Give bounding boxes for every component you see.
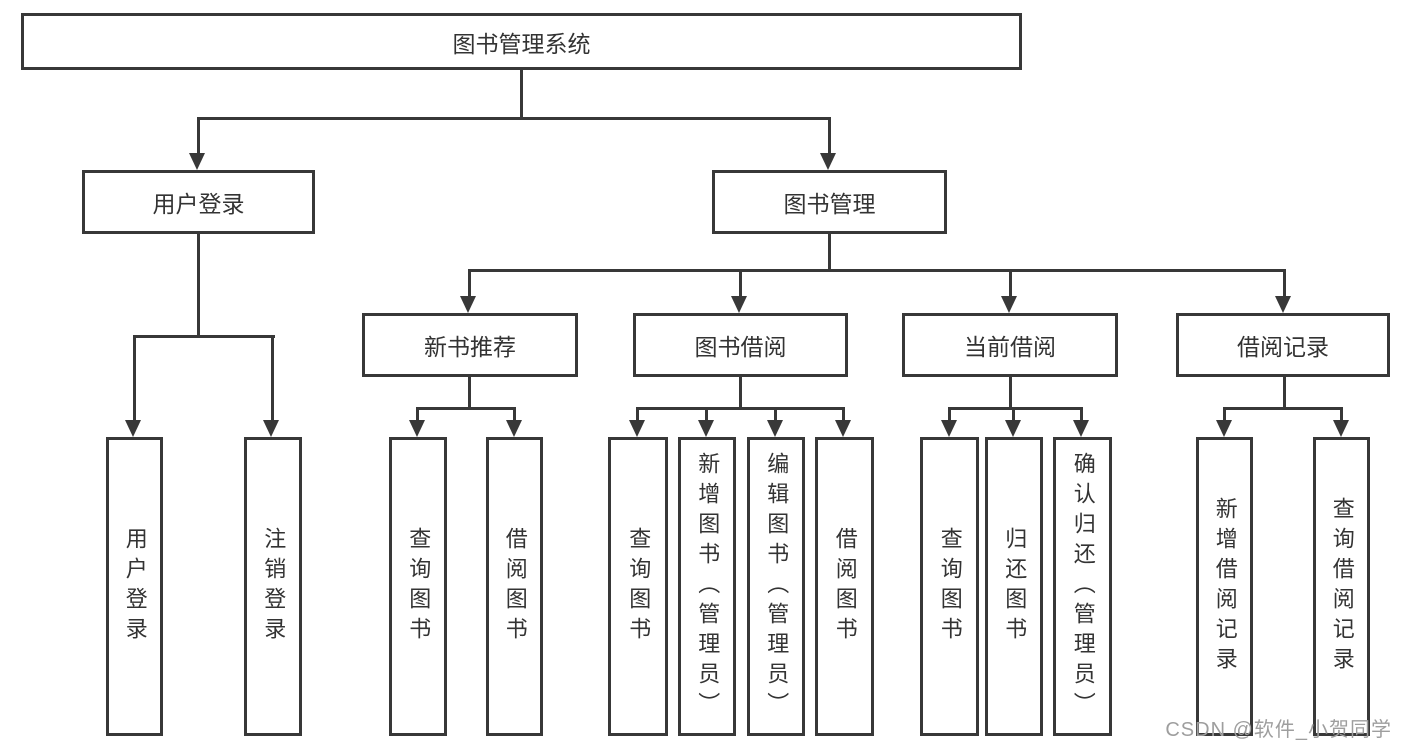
node-add-borrow-record: 新增借阅记录 [1196, 437, 1253, 736]
connector-line [739, 377, 742, 407]
node-query-books: 查询图书 [920, 437, 979, 736]
connector-line [468, 269, 1286, 272]
node-edit-books-admin: 编辑图书（管理员） [747, 437, 805, 736]
csdn-watermark: CSDN @软件_小贺同学 [1165, 719, 1392, 741]
connector-line [468, 377, 471, 407]
connector-line [1009, 377, 1012, 407]
node-book-management: 图书管理 [712, 170, 947, 234]
connector-line [1012, 407, 1015, 420]
connector-line [133, 335, 136, 420]
connector-line [1283, 377, 1286, 407]
node-query-books: 查询图书 [608, 437, 668, 736]
node-borrow-books: 借阅图书 [486, 437, 543, 736]
arrowhead-down-icon [820, 153, 836, 170]
arrowhead-down-icon [835, 420, 851, 437]
node-add-books-admin: 新增图书（管理员） [678, 437, 736, 736]
connector-line [842, 407, 845, 420]
connector-line [520, 70, 523, 117]
arrowhead-down-icon [506, 420, 522, 437]
connector-line [197, 234, 200, 335]
connector-line [739, 269, 742, 296]
arrowhead-down-icon [941, 420, 957, 437]
arrowhead-down-icon [698, 420, 714, 437]
connector-line [1009, 269, 1012, 296]
arrowhead-down-icon [1073, 420, 1089, 437]
arrowhead-down-icon [1275, 296, 1291, 313]
connector-line [828, 234, 831, 269]
connector-line [1223, 407, 1226, 420]
connector-line [948, 407, 1083, 410]
node-user-login-action: 用户登录 [106, 437, 163, 736]
node-book-borrow: 图书借阅 [633, 313, 848, 377]
arrowhead-down-icon [1001, 296, 1017, 313]
connector-line [197, 117, 831, 120]
connector-line [133, 335, 275, 338]
arrowhead-down-icon [409, 420, 425, 437]
arrowhead-down-icon [189, 153, 205, 170]
connector-line [948, 407, 951, 420]
connector-line [416, 407, 419, 420]
node-user-login: 用户登录 [82, 170, 315, 234]
arrowhead-down-icon [629, 420, 645, 437]
node-logout-action: 注销登录 [244, 437, 302, 736]
arrowhead-down-icon [767, 420, 783, 437]
arrowhead-down-icon [125, 420, 141, 437]
node-borrow-books: 借阅图书 [815, 437, 874, 736]
arrowhead-down-icon [1216, 420, 1232, 437]
connector-line [1223, 407, 1343, 410]
arrowhead-down-icon [263, 420, 279, 437]
connector-line [1080, 407, 1083, 420]
connector-line [636, 407, 845, 410]
connector-line [1340, 407, 1343, 420]
node-query-borrow-record: 查询借阅记录 [1313, 437, 1370, 736]
node-query-books: 查询图书 [389, 437, 447, 736]
node-confirm-return-admin: 确认归还（管理员） [1053, 437, 1112, 736]
connector-line [416, 407, 516, 410]
node-new-book-recommend: 新书推荐 [362, 313, 578, 377]
connector-line [271, 335, 274, 420]
connector-line [705, 407, 708, 420]
connector-line [513, 407, 516, 420]
connector-line [468, 269, 471, 296]
connector-line [774, 407, 777, 420]
connector-line [636, 407, 639, 420]
arrowhead-down-icon [1005, 420, 1021, 437]
arrowhead-down-icon [731, 296, 747, 313]
arrowhead-down-icon [460, 296, 476, 313]
connector-line [197, 117, 200, 153]
arrowhead-down-icon [1333, 420, 1349, 437]
connector-line [1283, 269, 1286, 296]
node-return-books: 归还图书 [985, 437, 1043, 736]
node-library-system: 图书管理系统 [21, 13, 1022, 70]
node-current-borrow: 当前借阅 [902, 313, 1118, 377]
connector-line [828, 117, 831, 153]
node-borrow-record: 借阅记录 [1176, 313, 1390, 377]
